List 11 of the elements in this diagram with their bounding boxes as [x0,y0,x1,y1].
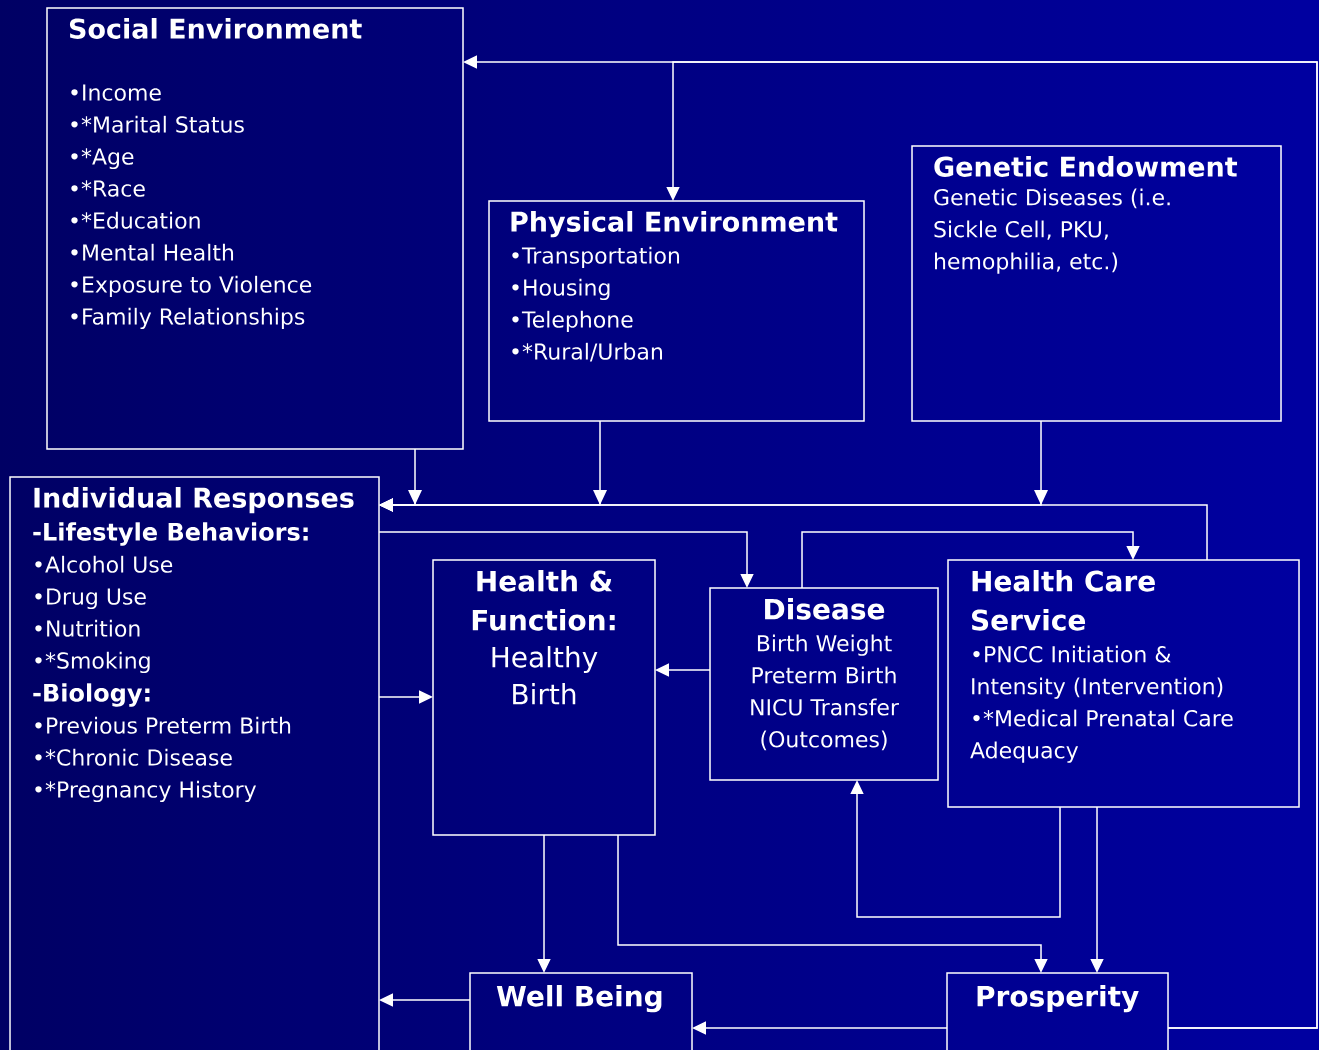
factor-box: Social Environment •Income •*Marital Status •*Age •*Race •*Education •Mental Health •Exposure to Violence •Family Relationships [46,7,464,450]
factor-box: Physical Environment •Transportation •Housing •Telephone •*Rural/Urban [488,200,865,422]
arrow [666,61,1318,1029]
factor-box: Genetic Endowment Genetic Diseases (i.e. Sickle Cell, PKU, hemophilia, etc.) [911,145,1282,422]
factor-box: Individual Responses -Lifestyle Behaviors: •Alcohol Use •Drug Use •Nutrition •*Smoking -Biology: •Previous Preterm Birth •*Chronic Disease •*Pregnancy History [9,476,380,1050]
outcome-box: Prosperity [946,972,1169,1050]
arrow [801,531,1140,589]
factor-box: Health Care Service •PNCC Initiation & Intensity (Intervention) •*Medical Prenatal Care Adequacy [947,559,1300,808]
outcome-box: Well Being [469,972,693,1050]
outcome-box: Health & Function: Healthy Birth [432,559,656,836]
outcome-box: Disease Birth Weight Preterm Birth NICU Transfer (Outcomes) [709,587,939,781]
